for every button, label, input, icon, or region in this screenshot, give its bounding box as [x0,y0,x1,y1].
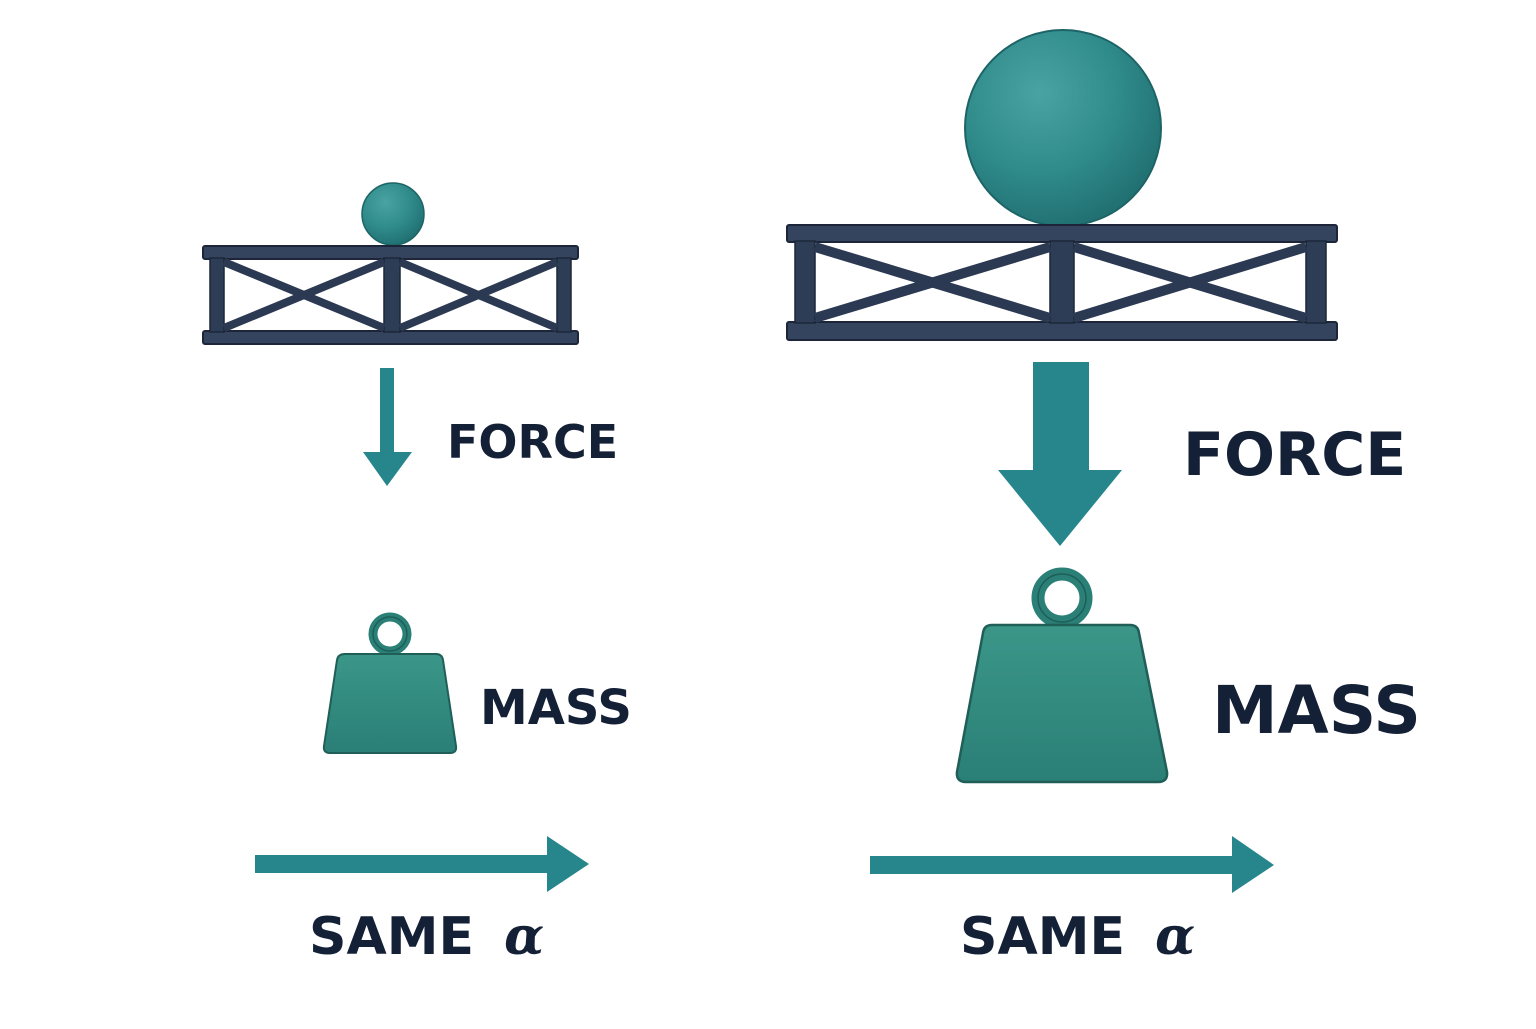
small-mass-weight [322,612,458,754]
small-alpha-symbol: α [504,906,545,967]
small-mass-label: MASS [480,680,632,736]
small-ball [361,182,425,246]
small-force-label: FORCE [447,415,619,469]
small-force-arrow [363,368,412,486]
small-acceleration-arrow [255,836,589,892]
large-truss-platform [786,224,1338,341]
large-mass-weight [955,567,1169,784]
large-force-label: FORCE [1183,420,1407,490]
small-result-label: SAME α [309,911,544,964]
large-result-word: SAME [960,907,1125,967]
large-acceleration-arrow [870,836,1274,893]
large-alpha-symbol: α [1155,906,1196,967]
small-truss-platform [202,245,579,345]
large-ball [964,29,1162,227]
large-setup [786,29,1338,893]
large-result-label: SAME α [960,911,1195,964]
small-setup [202,182,589,892]
large-force-arrow [998,362,1122,546]
large-mass-label: MASS [1212,672,1421,749]
small-result-word: SAME [309,907,474,967]
